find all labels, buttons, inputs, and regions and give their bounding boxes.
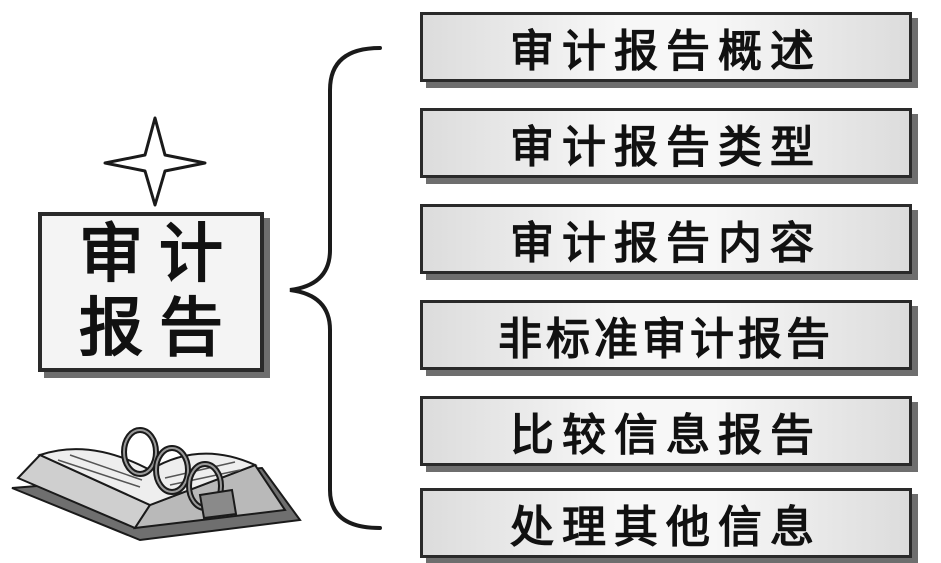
branch-node-nonstandard: 非标准审计报告 (420, 300, 912, 370)
root-label-line-2: 报告 (79, 292, 239, 366)
four-point-star-icon (103, 116, 207, 207)
branch-node-contents: 审计报告内容 (420, 204, 912, 274)
branch-node-other-info: 处理其他信息 (420, 488, 912, 558)
branch-label: 审计报告概述 (510, 26, 822, 77)
root-node: 审计 报告 (38, 212, 264, 372)
branch-node-comparative: 比较信息报告 (420, 396, 912, 466)
brace-connector (289, 46, 382, 530)
branch-label: 比较信息报告 (510, 410, 822, 461)
open-binder-book-icon (11, 427, 302, 542)
root-label-line-1: 审计 (79, 218, 239, 292)
branch-label: 审计报告内容 (510, 218, 822, 269)
branch-node-overview: 审计报告概述 (420, 12, 912, 82)
branch-label: 处理其他信息 (510, 502, 822, 553)
branch-label: 审计报告类型 (510, 122, 822, 173)
branch-node-types: 审计报告类型 (420, 108, 912, 178)
branch-label: 非标准审计报告 (498, 314, 834, 365)
